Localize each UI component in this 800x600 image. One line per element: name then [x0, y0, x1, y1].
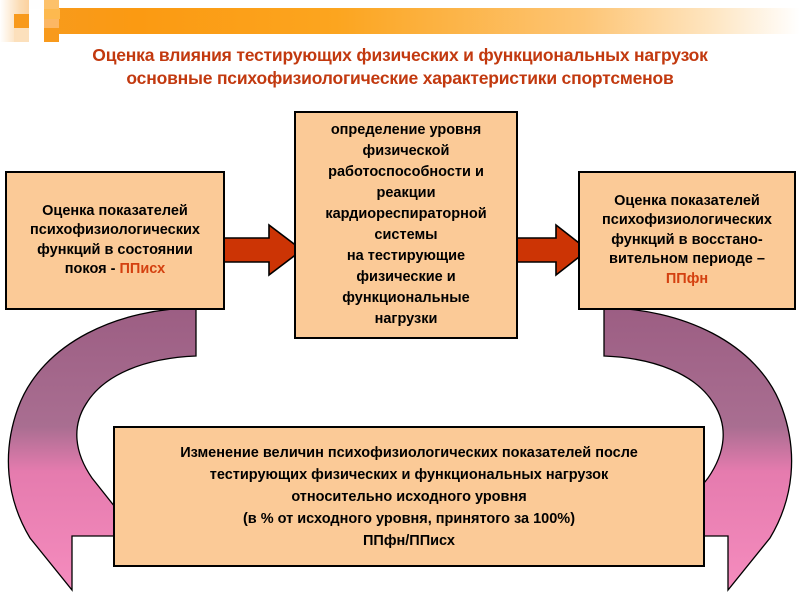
- header-band-square-5: [44, 9, 60, 19]
- box-change-line-4: (в % от исходного уровня, принятого за 1…: [242, 510, 576, 527]
- process-box-testing-load: определение уровня физической работоспос…: [294, 111, 518, 339]
- box-rest-line-4-text: покоя -: [64, 261, 120, 277]
- box-test-line-2: физической: [362, 143, 450, 159]
- page-title-line-2: основные психофизиологические характерис…: [126, 68, 674, 88]
- box-recovery-highlight: ППфн: [665, 270, 709, 287]
- straight-arrow-test-to-recovery: [510, 223, 590, 277]
- box-recovery-line-2: психофизиологических: [602, 212, 772, 229]
- box-test-line-10: нагрузки: [374, 311, 438, 327]
- box-rest-highlight: ППисх: [119, 261, 166, 277]
- box-test-line-4: реакции: [376, 185, 436, 201]
- box-rest-line-2: психофизиологических: [30, 222, 200, 238]
- box-change-line-5: ППфн/ППисх: [362, 532, 455, 549]
- header-band-square-10: [59, 34, 799, 42]
- box-rest-line-4: покоя - ППисх: [7, 260, 223, 280]
- page-title-line-1: Оценка влияния тестирующих физических и …: [92, 45, 708, 65]
- box-test-line-6: системы: [374, 227, 438, 243]
- header-band-square-9: [44, 19, 59, 28]
- box-recovery-line-1: Оценка показателей: [614, 192, 760, 209]
- decorative-header-band: [0, 0, 800, 42]
- box-recovery-line-4: вительном периоде –: [609, 251, 765, 268]
- box-rest-line-3: функций в состоянии: [37, 241, 193, 258]
- box-change-line-1: Изменение величин психофизиологических п…: [180, 444, 638, 461]
- process-box-change-of-values: Изменение величин психофизиологических п…: [113, 426, 705, 567]
- box-test-line-9: функциональные: [342, 290, 470, 306]
- box-recovery-line-3: функций в восстано-: [611, 231, 763, 248]
- box-test-line-7: на тестирующие: [346, 248, 466, 264]
- header-band-square-7: [14, 28, 29, 42]
- box-test-line-5: кардиореспираторной: [325, 206, 487, 222]
- header-band-square-2: [29, 0, 44, 9]
- box-change-line-3: относительно исходного уровня: [291, 488, 527, 505]
- header-band-gradient-bar: [28, 8, 800, 34]
- process-box-recovery-assessment: Оценка показателей психофизиологических …: [578, 171, 796, 310]
- box-test-line-1: определение уровня: [330, 122, 482, 138]
- process-box-rest-assessment: Оценка показателей психофизиологических …: [5, 171, 225, 310]
- curved-arrow-rest-to-change: [7, 307, 197, 592]
- header-band-square-6: [29, 28, 44, 42]
- header-band-square-4: [29, 9, 44, 28]
- box-rest-line-1: Оценка показателей: [42, 202, 188, 219]
- header-band-square-8: [44, 28, 59, 42]
- header-band-square-3: [44, 0, 59, 9]
- straight-arrow-rest-to-test: [216, 223, 304, 277]
- header-band-square-1: [14, 14, 29, 28]
- box-test-line-8: физические и: [356, 269, 456, 285]
- box-change-line-2: тестирующих физических и функциональных …: [209, 466, 609, 483]
- curved-arrow-recovery-to-change: [603, 307, 793, 592]
- box-test-line-3: работоспособности и: [328, 164, 484, 180]
- page-title: Оценка влияния тестирующих физических и …: [30, 44, 770, 90]
